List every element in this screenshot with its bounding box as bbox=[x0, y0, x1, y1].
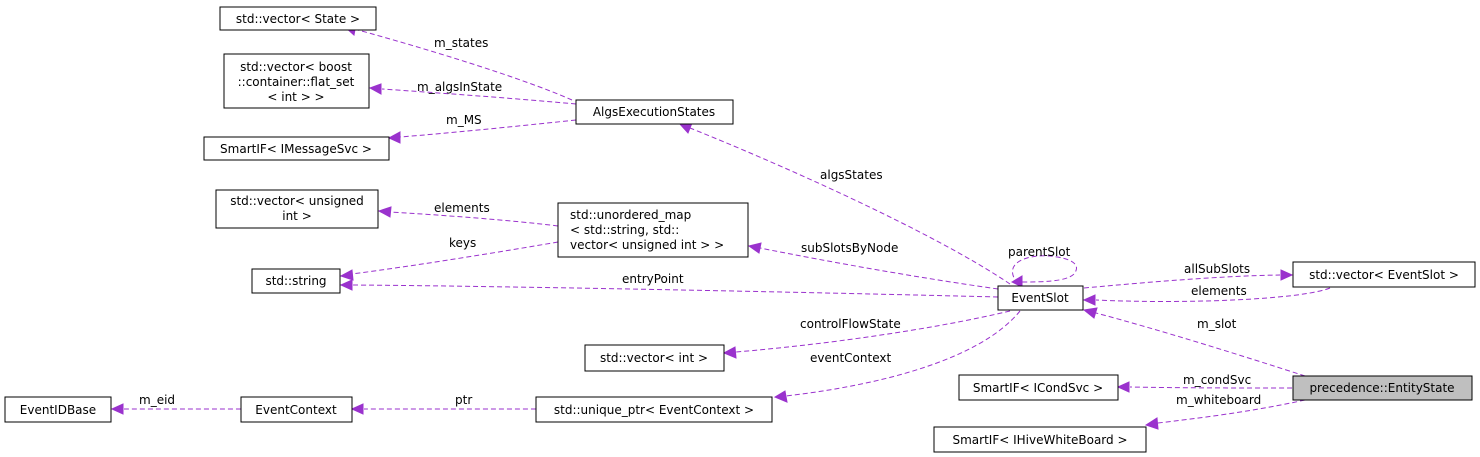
node-smartif-ihivewhiteboard[interactable]: SmartIF< IHiveWhiteBoard > bbox=[933, 426, 1147, 453]
node-label: SmartIF< ICondSvc > bbox=[973, 381, 1103, 395]
node-label: SmartIF< IMessageSvc > bbox=[220, 142, 372, 156]
node-label: std::string bbox=[265, 274, 326, 288]
edge-label-ptr: ptr bbox=[455, 393, 472, 407]
edge-label-controlflowstate: controlFlowState bbox=[800, 317, 901, 331]
edge-label-entrypoint: entryPoint bbox=[622, 272, 684, 286]
edge-parentslot: parentSlot bbox=[1008, 245, 1077, 288]
node-event-context[interactable]: EventContext bbox=[240, 396, 353, 423]
node-label: int > bbox=[282, 209, 312, 223]
node-label: < int > > bbox=[267, 90, 324, 104]
edge-label-m-states: m_states bbox=[434, 36, 488, 50]
edge-label-m-ms: m_MS bbox=[446, 113, 482, 127]
edge-label-keys: keys bbox=[449, 236, 476, 250]
edge-label-m-condsvc: m_condSvc bbox=[1183, 373, 1251, 387]
node-label: EventSlot bbox=[1011, 291, 1069, 305]
edge-label-m-slot: m_slot bbox=[1197, 317, 1237, 331]
node-label: EventIDBase bbox=[20, 403, 96, 417]
node-label: vector< unsigned int > > bbox=[570, 238, 724, 252]
node-std-string[interactable]: std::string bbox=[251, 268, 341, 294]
edge-eventcontext: eventContext bbox=[773, 310, 1021, 403]
edge-label-m-whiteboard: m_whiteboard bbox=[1176, 393, 1261, 407]
edge-allsubslots: allSubSlots bbox=[1083, 262, 1294, 289]
node-label: std::vector< int > bbox=[600, 351, 708, 365]
node-smartif-imessagesvc[interactable]: SmartIF< IMessageSvc > bbox=[203, 136, 390, 161]
node-event-id-base[interactable]: EventIDBase bbox=[4, 396, 112, 423]
node-vector-eventslot[interactable]: std::vector< EventSlot > bbox=[1292, 261, 1476, 288]
edge-subslotsbynode: subSlotsByNode bbox=[747, 241, 999, 290]
edge-algsstates: algsStates bbox=[677, 122, 1011, 285]
node-label: < std::string, std:: bbox=[570, 223, 679, 237]
edge-m-ms: m_MS bbox=[387, 113, 577, 144]
node-label: AlgsExecutionStates bbox=[593, 105, 715, 119]
edge-label-eventcontext: eventContext bbox=[810, 351, 891, 365]
edge-m-algsinstate: m_algsInState bbox=[368, 80, 577, 105]
node-vector-unsigned-int[interactable]: std::vector< unsigned int > bbox=[215, 189, 379, 229]
edge-label-subslotsbynode: subSlotsByNode bbox=[801, 241, 898, 255]
edge-entrypoint: entryPoint bbox=[339, 272, 999, 298]
node-label: std::unordered_map bbox=[570, 208, 691, 222]
node-label: precedence::EntityState bbox=[1309, 381, 1454, 395]
edge-m-slot: m_slot bbox=[1082, 307, 1306, 377]
node-label: std::vector< EventSlot > bbox=[1309, 268, 1459, 282]
edge-elements-slot: elements bbox=[1082, 284, 1331, 306]
node-unique-ptr-eventcontext[interactable]: std::unique_ptr< EventContext > bbox=[535, 396, 773, 423]
edge-keys: keys bbox=[339, 236, 559, 281]
edge-label-m-algsinstate: m_algsInState bbox=[417, 80, 502, 94]
node-algs-execution-states[interactable]: AlgsExecutionStates bbox=[575, 99, 734, 125]
node-label: std::unique_ptr< EventContext > bbox=[554, 403, 754, 417]
edge-m-eid: m_eid bbox=[110, 393, 241, 415]
edge-label-parentslot: parentSlot bbox=[1008, 245, 1071, 259]
node-label: std::vector< unsigned bbox=[230, 194, 364, 208]
node-vector-flat-set[interactable]: std::vector< boost ::container::flat_set… bbox=[223, 53, 370, 109]
node-unordered-map[interactable]: std::unordered_map < std::string, std:: … bbox=[557, 202, 749, 258]
node-label: std::vector< boost bbox=[240, 60, 352, 74]
edge-elements-uint: elements bbox=[377, 201, 559, 227]
edge-label-allsubslots: allSubSlots bbox=[1184, 262, 1250, 276]
node-label: SmartIF< IHiveWhiteBoard > bbox=[952, 433, 1127, 447]
node-label: std::vector< State > bbox=[236, 12, 360, 26]
node-entity-state[interactable]: precedence::EntityState bbox=[1292, 375, 1473, 401]
node-vector-state[interactable]: std::vector< State > bbox=[219, 6, 377, 31]
node-label: ::container::flat_set bbox=[238, 75, 355, 89]
edge-m-whiteboard: m_whiteboard bbox=[1144, 393, 1306, 430]
node-event-slot[interactable]: EventSlot bbox=[997, 285, 1084, 311]
node-label: EventContext bbox=[255, 403, 337, 417]
node-smartif-icondsvc[interactable]: SmartIF< ICondSvc > bbox=[958, 374, 1119, 401]
edge-label-m-eid: m_eid bbox=[139, 393, 175, 407]
edge-label-elements-uint: elements bbox=[434, 201, 490, 215]
edge-ptr: ptr bbox=[350, 393, 536, 415]
edge-m-condsvc: m_condSvc bbox=[1116, 373, 1293, 393]
edge-controlflowstate: controlFlowState bbox=[722, 310, 1011, 359]
edge-label-elements-slot: elements bbox=[1191, 284, 1247, 298]
node-vector-int[interactable]: std::vector< int > bbox=[584, 344, 725, 372]
edge-label-algsstates: algsStates bbox=[820, 168, 883, 182]
